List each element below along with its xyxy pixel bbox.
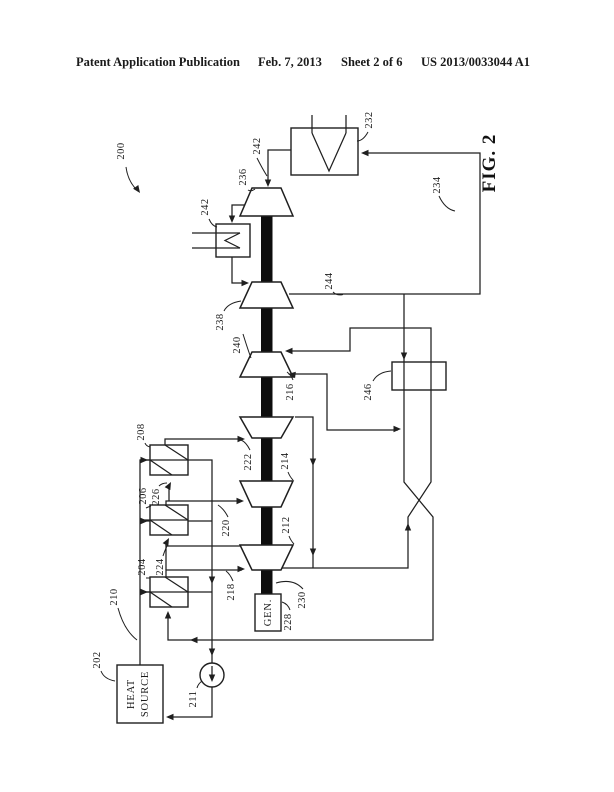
flow-arrowhead bbox=[309, 548, 317, 556]
turbine-214 bbox=[238, 480, 295, 508]
compressor-240 bbox=[238, 351, 295, 378]
flow-arrowhead bbox=[140, 456, 148, 464]
heat-source-box: HEAT SOURCE bbox=[116, 664, 164, 724]
intercooler-242 bbox=[192, 223, 251, 258]
heater-206 bbox=[140, 504, 189, 536]
leader-lines bbox=[100, 131, 456, 689]
flow-arrowhead bbox=[241, 279, 249, 287]
flow-arrowhead bbox=[133, 185, 140, 193]
ref-226: 226 bbox=[151, 488, 162, 505]
ref-220: 220 bbox=[221, 519, 232, 536]
flow-arrowhead bbox=[190, 636, 198, 644]
schematic-diagram: GEN. HEAT SOURCE bbox=[92, 111, 500, 724]
ref-218: 218 bbox=[226, 583, 237, 600]
ref-234: 234 bbox=[432, 176, 443, 194]
flow-arrowhead bbox=[237, 435, 245, 443]
flow-arrowhead bbox=[404, 523, 412, 531]
header-patent-number-label: US 2013/0033044 A1 bbox=[421, 55, 530, 69]
process-piping bbox=[139, 149, 481, 718]
ref-208: 208 bbox=[136, 423, 147, 440]
ref-246: 246 bbox=[363, 383, 374, 400]
ref-204: 204 bbox=[137, 558, 148, 576]
ref-211: 211 bbox=[188, 691, 199, 708]
flow-arrowhead bbox=[236, 497, 244, 505]
ref-230: 230 bbox=[297, 591, 308, 608]
heat-source-label-line2: SOURCE bbox=[140, 671, 151, 717]
flow-arrowhead bbox=[309, 458, 317, 466]
flow-arrowhead bbox=[264, 179, 272, 187]
flow-arrowhead bbox=[166, 713, 174, 721]
flow-arrowhead bbox=[361, 149, 369, 157]
flow-arrowhead bbox=[288, 371, 296, 379]
figure-caption: FIG. 2 bbox=[479, 134, 500, 193]
flow-arrowhead bbox=[400, 352, 408, 360]
ref-240: 240 bbox=[232, 336, 243, 353]
page-header: Patent Application Publication Feb. 7, 2… bbox=[76, 55, 530, 69]
heater-204 bbox=[140, 576, 189, 608]
flow-arrowhead bbox=[140, 517, 148, 525]
compressor-236 bbox=[238, 187, 295, 217]
flow-arrowhead bbox=[237, 565, 245, 573]
flow-arrowhead bbox=[228, 215, 236, 223]
header-date-label: Feb. 7, 2013 bbox=[258, 55, 322, 69]
flow-arrowhead bbox=[162, 538, 169, 547]
ref-210: 210 bbox=[109, 588, 120, 605]
flow-arrowhead bbox=[140, 588, 148, 596]
generator-label: GEN. bbox=[263, 599, 274, 626]
header-sheet-label: Sheet 2 of 6 bbox=[341, 55, 402, 69]
ref-202: 202 bbox=[92, 651, 103, 668]
flow-arrowhead bbox=[208, 648, 216, 656]
ref-242-cooler-line: 242 bbox=[252, 137, 263, 154]
ref-232: 232 bbox=[364, 111, 375, 128]
ref-244: 244 bbox=[324, 272, 335, 290]
turbine-216 bbox=[238, 416, 295, 439]
ref-238: 238 bbox=[215, 313, 226, 330]
cooler-232 bbox=[290, 115, 359, 176]
flow-arrowhead bbox=[208, 674, 216, 682]
flow-arrowhead bbox=[164, 482, 171, 491]
turbine-212 bbox=[238, 544, 295, 571]
ref-212: 212 bbox=[281, 516, 292, 533]
ref-216: 216 bbox=[285, 383, 296, 400]
ref-236: 236 bbox=[238, 168, 249, 185]
ref-228: 228 bbox=[283, 613, 294, 630]
header-publication-label: Patent Application Publication bbox=[76, 55, 240, 69]
reference-numerals: 200 242 232 236 242 244 234 238 240 246 … bbox=[92, 111, 443, 707]
generator-box: GEN. bbox=[254, 593, 282, 632]
flow-arrowhead bbox=[285, 347, 293, 355]
ref-200: 200 bbox=[116, 142, 127, 159]
ref-214: 214 bbox=[280, 452, 291, 470]
ref-224: 224 bbox=[155, 558, 166, 576]
flow-direction-arrows bbox=[133, 149, 412, 721]
ref-222: 222 bbox=[243, 453, 254, 470]
ref-206: 206 bbox=[138, 487, 149, 504]
flow-arrowhead bbox=[393, 425, 401, 433]
ref-242-intercooler: 242 bbox=[200, 198, 211, 215]
recuperator-246 bbox=[391, 361, 447, 391]
flow-arrowhead bbox=[208, 576, 216, 584]
heat-source-label-line1: HEAT bbox=[126, 679, 137, 709]
turbine-shaft bbox=[261, 216, 273, 594]
flow-arrowhead bbox=[164, 611, 172, 619]
compressor-238 bbox=[238, 281, 295, 309]
